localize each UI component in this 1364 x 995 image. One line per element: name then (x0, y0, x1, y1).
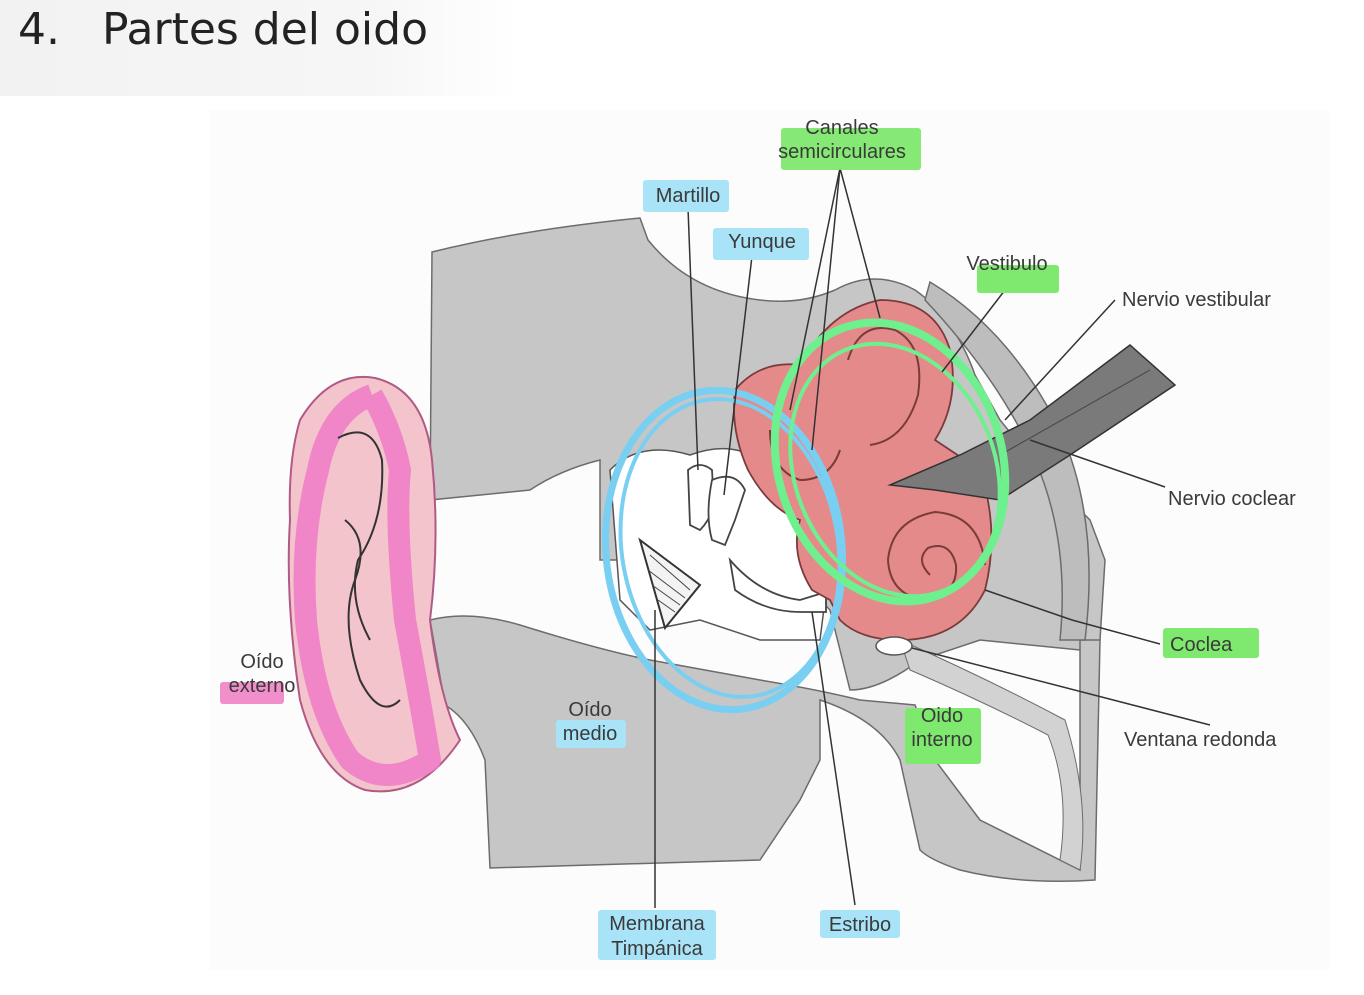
label-nervio-vestibular: Nervio vestibular (1122, 289, 1271, 311)
title-text: Partes del oido (101, 4, 428, 55)
antihelix (337, 431, 384, 641)
label-coclea: Coclea (1170, 634, 1233, 656)
page-title: 4. Partes del oido (18, 4, 428, 55)
coclea-leader (984, 589, 1161, 645)
estribo-highlight (820, 910, 900, 938)
label-canales-line1: Canales (805, 117, 878, 139)
label-canales-line2: semicirculares (778, 141, 906, 163)
round-window (875, 636, 913, 656)
nerve-inner-line (999, 369, 1151, 456)
label-oido-medio-line1: Oído (568, 699, 611, 721)
martillo-leader (687, 207, 699, 471)
stapes (728, 556, 827, 613)
label-membrana-line1: Membrana (609, 913, 705, 935)
title-bar (0, 0, 520, 96)
oido-medio-highlight (556, 720, 626, 748)
nerves (887, 344, 1177, 501)
oido-externo-highlight (220, 682, 284, 704)
martillo-highlight (643, 180, 729, 212)
canales-highlight (781, 128, 921, 170)
label-vestibulo: Vestibulo (966, 253, 1047, 275)
label-oido-externo-line1: Oído (240, 651, 283, 673)
concha (344, 519, 401, 708)
inner-ear (733, 299, 993, 656)
green-marker-circle (770, 318, 1010, 606)
vestibulo-highlight (977, 265, 1059, 293)
yunque-highlight (713, 228, 809, 260)
outer-ear (287, 375, 462, 793)
blue-marker-circle (601, 386, 847, 714)
pinna-marker (293, 384, 441, 786)
label-highlights (220, 128, 1259, 960)
label-oido-interno-line1: Oido (921, 705, 963, 727)
oido-interno-highlight (905, 708, 981, 764)
title-number: 4. (18, 4, 60, 55)
ventana-leader (911, 647, 1211, 726)
label-nervio-coclear: Nervio coclear (1168, 488, 1296, 510)
canales-leader (789, 167, 881, 451)
lower-tissue (429, 615, 1101, 882)
vestibulo-leader (941, 289, 1006, 373)
estribo-leader (811, 611, 856, 906)
vestibulocochlear-nerve (887, 344, 1177, 501)
label-yunque: Yunque (728, 231, 796, 253)
label-martillo: Martillo (656, 185, 720, 207)
leader-lines (654, 167, 1211, 908)
label-oido-medio-line2: medio (563, 723, 617, 745)
label-oido-externo-line2: externo (229, 675, 296, 697)
label-estribo: Estribo (829, 914, 891, 936)
labels: Canales semicirculares Martillo Yunque V… (229, 117, 1297, 960)
label-oido-interno-line2: interno (911, 729, 972, 751)
yunque-leader (723, 255, 753, 496)
tympanic-membrane (638, 537, 702, 631)
nervio-vestibular-leader (1004, 299, 1116, 421)
tympanic-membrane-lines (647, 554, 691, 613)
nervio-coclear-leader (1029, 439, 1166, 488)
membrana-highlight (598, 910, 716, 960)
label-ventana-redonda: Ventana redonda (1124, 729, 1277, 751)
label-membrana-line2: Timpánica (611, 938, 703, 960)
coclea-highlight (1163, 628, 1259, 658)
mid-bone-curve (899, 639, 1084, 871)
